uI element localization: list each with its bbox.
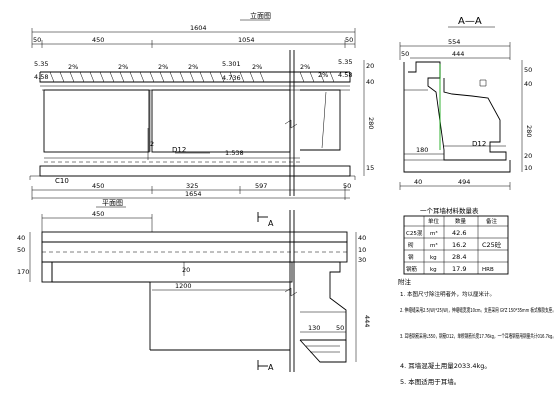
elev-458-right: 4.58: [338, 71, 352, 79]
section-dim-494: 494: [458, 178, 470, 186]
dim-left-top: 450: [92, 36, 104, 44]
section-dim-280: 280: [525, 125, 533, 137]
notes-block: 附注 1. 本图尺寸除注明者外，均以厘米计。 2. 伸缩缝采用2.5(W)*25…: [398, 277, 556, 386]
table-cell: m³: [430, 242, 438, 249]
dim-50-left: 50: [33, 36, 41, 44]
material-table: 一个耳墙材料数量表 单位 数量 备注 C25混 m³ 42.6 C25砼 砌 m…: [403, 206, 509, 275]
note-item: 4. 耳墙混凝土用量2033.4kg。: [400, 361, 491, 370]
table-title: 一个耳墙材料数量表: [420, 206, 479, 215]
table-cell: C25混: [406, 229, 423, 237]
dim-40: 40: [366, 78, 374, 86]
notes-title: 附注: [398, 277, 412, 286]
table-header: 单位: [428, 217, 440, 225]
slope-label: 2%: [118, 63, 128, 71]
elevation-rebar-label: D12: [172, 146, 186, 154]
section-mark-top: A: [268, 219, 274, 228]
section-view: A—A 554 50 444 D12 180 40 494 50 40 280 …: [399, 16, 533, 190]
table-cell: 17.9: [452, 265, 466, 273]
table-header: 备注: [486, 217, 498, 225]
elev-535-left: 5.35: [34, 60, 48, 68]
dim-bottom-total: 1654: [185, 190, 202, 198]
plan-dim-30-right: 30: [358, 256, 366, 264]
elevation-title: 立面图: [250, 11, 271, 20]
table-cell: 42.6: [452, 229, 466, 237]
table-cell: m³: [430, 230, 438, 237]
section-dim-444: 444: [452, 50, 464, 58]
dim-597: 597: [255, 182, 267, 190]
dim-280: 280: [367, 117, 375, 129]
table-cell: 砌: [408, 241, 414, 249]
slope-label: 2%: [300, 63, 310, 71]
table-cell: 钢筋: [406, 265, 418, 273]
section-dim-20: 20: [524, 152, 532, 160]
slope-label: 2%: [158, 63, 168, 71]
section-mark-bottom: A: [268, 363, 274, 372]
plan-title: 平面图: [102, 199, 123, 207]
dim-total-top: 1604: [190, 24, 207, 32]
plan-view: 平面图 450 A A 1200 20 130 50: [17, 199, 371, 372]
table-cell: 28.4: [452, 253, 466, 261]
dim-450-bottom: 450: [92, 182, 104, 190]
section-dim-40: 40: [414, 178, 422, 186]
plan-dim-50-left: 50: [17, 246, 25, 254]
concrete-label: C10: [55, 177, 69, 185]
plan-dim-50: 50: [336, 324, 344, 332]
plan-dim-40: 40: [17, 234, 25, 242]
slope-label: 2%: [188, 63, 198, 71]
elev-5301: 5.301: [222, 60, 241, 68]
mark-2: 2: [150, 140, 154, 148]
slope-label: 2%: [68, 63, 78, 71]
elev-535-right: 5.35: [338, 58, 352, 66]
dim-20: 20: [366, 62, 374, 70]
section-rebar-label: D12: [472, 140, 486, 148]
slope-label: 2%: [252, 63, 262, 71]
note-item: 1. 本图尺寸除注明者外，均以厘米计。: [400, 290, 495, 298]
dim-325: 325: [186, 182, 198, 190]
dim-50-bottom: 50: [343, 182, 351, 190]
section-dim-50-right: 50: [524, 66, 532, 74]
note-item: 5. 本图适用于耳墙。: [400, 377, 460, 386]
elev-4736: 4.736: [222, 74, 241, 82]
slope-label: 2%: [318, 71, 328, 79]
deck-hatching: [49, 71, 335, 83]
plan-dim-10-right: 10: [358, 246, 366, 254]
elevation-view: 立面图 1604 50 450 1054 50 4.58 5.35 5.35 4…: [29, 11, 375, 200]
note-item: 2. 伸缩缝采用2.5(W)*25(W)，伸缩缝宽度10cm。支座采用 GYZ …: [400, 306, 556, 314]
section-dim-40-right: 40: [524, 80, 532, 88]
table-cell: kg: [430, 255, 437, 261]
section-dim-50: 50: [401, 50, 409, 58]
mark-20: 20: [182, 266, 190, 274]
section-dim-10: 10: [524, 164, 532, 172]
dim-right-top: 1054: [238, 36, 255, 44]
plan-dim-40-right: 40: [358, 234, 366, 242]
plan-dim-130: 130: [308, 324, 320, 332]
plan-dim-450: 450: [92, 210, 104, 218]
table-cell: 钢: [408, 253, 414, 261]
table-cell: 16.2: [452, 241, 466, 249]
section-title: A—A: [458, 16, 482, 27]
plan-dim-170: 170: [17, 268, 29, 276]
table-header: 数量: [455, 217, 467, 225]
elev-1538: 1.538: [225, 149, 244, 157]
plan-dim-444: 444: [363, 315, 371, 327]
table-cell: HRB: [482, 267, 494, 273]
dim-15: 15: [366, 164, 374, 172]
table-cell: kg: [430, 267, 437, 273]
section-dim-180: 180: [416, 146, 428, 154]
note-item: 3. 耳墙钢筋采用L550，钢筋D12，单根钢筋长度17.76kg，一个耳墙钢筋…: [400, 332, 556, 340]
section-dim-554: 554: [448, 38, 460, 46]
plan-dim-1200: 1200: [175, 282, 192, 290]
dim-50-right: 50: [345, 36, 353, 44]
table-cell: C25砼: [482, 240, 502, 249]
elev-458-left: 4.58: [34, 73, 48, 81]
